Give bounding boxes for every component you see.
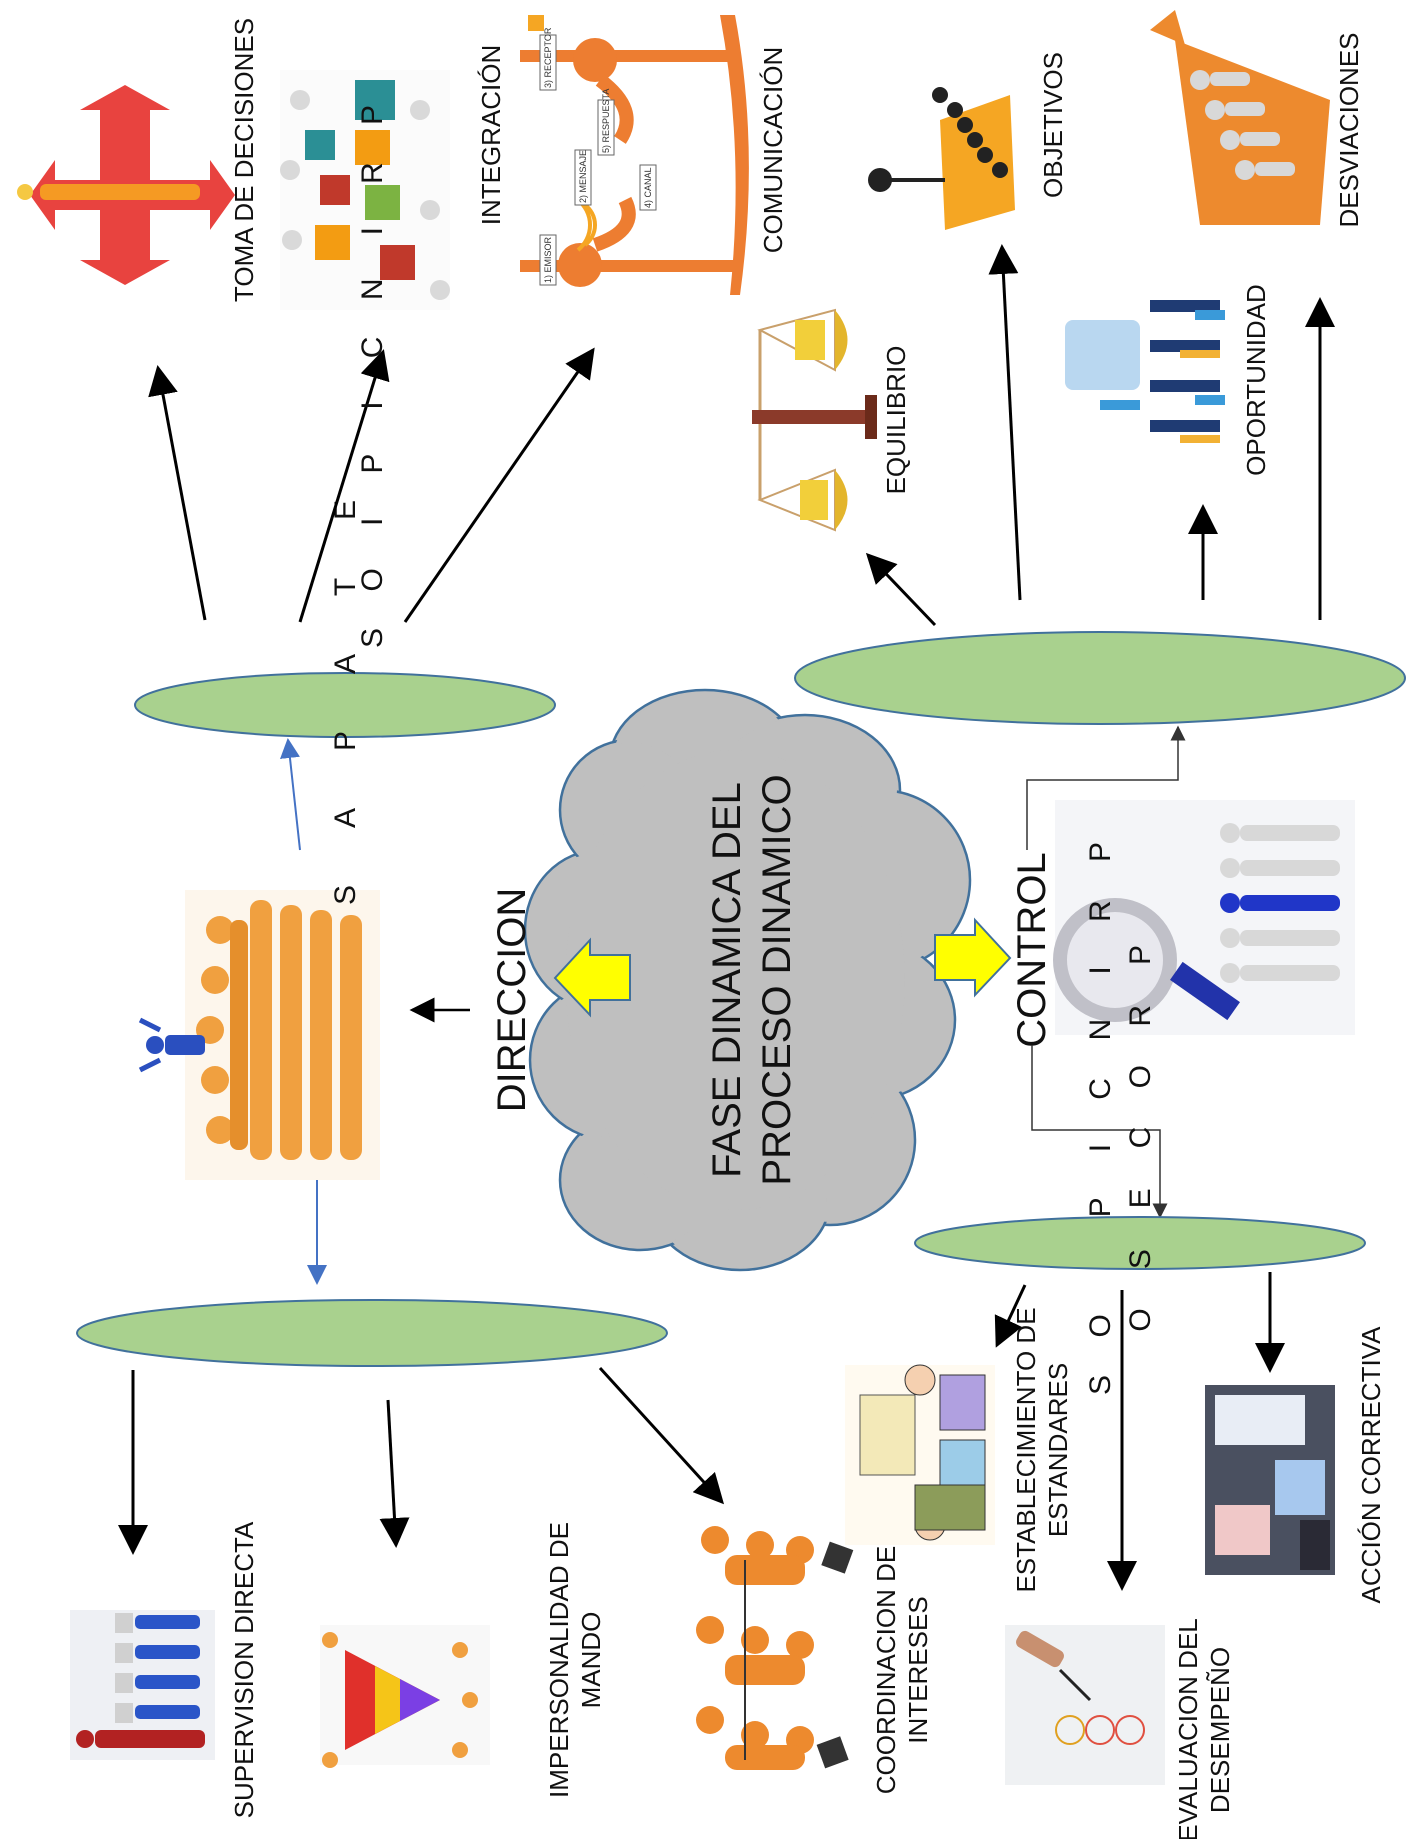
tag-receptor: 3) RECEPTOR — [543, 27, 553, 88]
direccion-principios-letter: I — [356, 227, 389, 235]
principio-equilibrio: EQUILIBRIO — [881, 346, 911, 495]
proceso-letter: R — [1124, 1005, 1157, 1027]
proceso-evaluacion-2: DESEMPEÑO — [1205, 1647, 1235, 1813]
control-principios-letter: P — [1084, 1197, 1117, 1217]
direccion-principios-ellipse — [76, 1299, 668, 1367]
office-meeting-icon — [1060, 280, 1240, 470]
tag-mensaje: 2) MENSAJE — [578, 150, 588, 203]
arrow-comunicacion — [403, 347, 595, 623]
proceso-letter: O — [1124, 1065, 1157, 1088]
principio-impersonalidad-1: IMPERSONALIDAD DE — [544, 1522, 574, 1798]
control-principios-letter: P — [1084, 842, 1117, 862]
control-principios-letter: N — [1084, 1019, 1117, 1041]
arrow-establecimiento — [994, 1284, 1027, 1348]
crossroad-arrows-icon — [17, 85, 235, 285]
scale-icon — [752, 308, 877, 532]
tag-respuesta: 5) RESPUESTA — [601, 89, 611, 153]
proceso-establecimiento-1: ESTABLECIMIENTO DE — [1011, 1307, 1041, 1592]
etapa-toma-decisiones: TOMA DE DECISIONES — [229, 18, 259, 302]
principio-coordinacion-2: INTERESES — [903, 1596, 933, 1743]
principio-coordinacion-1: COORDINACION DE — [871, 1546, 901, 1794]
control-principios-letter: I — [1084, 966, 1117, 974]
control-principios-letter: I — [1084, 1144, 1117, 1152]
cloud-line-2: PROCESO DINAMICO — [755, 774, 799, 1185]
people-group-icon — [138, 890, 380, 1180]
etapas-letter: T — [329, 578, 362, 596]
principio-oportunidad: OPORTUNIDAD — [1241, 284, 1271, 476]
supervision-icon — [70, 1610, 215, 1760]
proceso-letter: E — [1124, 1188, 1157, 1208]
direccion-principios-letter: R — [356, 162, 389, 184]
staircase-icon — [1150, 10, 1330, 225]
proceso-accion-correctiva: ACCIÓN CORRECTIVA — [1356, 1326, 1386, 1604]
puzzle-people-icon — [280, 70, 450, 310]
direccion-title: DIRECCION — [490, 888, 534, 1112]
direccion-principios-letter: P — [356, 105, 389, 125]
control-principios-letter: R — [1084, 900, 1117, 922]
tag-emisor: 1) EMISOR — [543, 236, 553, 283]
proceso-letter: S — [1124, 1249, 1157, 1269]
principio-objetivos: OBJETIVOS — [1038, 52, 1068, 198]
proceso-letter: P — [1124, 945, 1157, 965]
etapa-comunicacion: COMUNICACIÓN — [758, 47, 788, 254]
evaluation-icon — [1005, 1625, 1165, 1785]
proceso-letter: C — [1124, 1127, 1157, 1149]
arrow-toma-decisiones — [148, 365, 207, 621]
control-principios-letter: C — [1084, 1078, 1117, 1100]
yellow-arrow-control — [934, 917, 1012, 998]
cloud-line-1: FASE DINAMICA DEL — [705, 782, 749, 1178]
etapas-letter: S — [329, 885, 362, 905]
blue-arrow-to-etapas — [280, 738, 301, 851]
direccion-principios-letter: I — [356, 518, 389, 526]
principio-supervision: SUPERVISION DIRECTA — [229, 1521, 259, 1818]
tug-of-war-icon — [696, 1526, 854, 1770]
proceso-establecimiento-2: ESTANDARES — [1043, 1363, 1073, 1537]
direccion-principios-letter: P — [356, 454, 389, 474]
central-cloud: FASE DINAMICA DEL PROCESO DINAMICO — [523, 688, 972, 1272]
communication-icon — [520, 15, 749, 295]
direccion-principios-letter: I — [356, 401, 389, 409]
direccion-principios-letter: C — [356, 337, 389, 359]
etapas-letter: A — [329, 808, 362, 828]
arrow-equilibrio — [865, 552, 937, 627]
principio-desviaciones: DESVIACIONES — [1334, 32, 1364, 227]
etapas-ellipse — [134, 672, 556, 738]
connector-control-to-proceso — [1031, 1045, 1168, 1219]
arrow-integracion — [298, 349, 390, 623]
direccion-principios-letter: N — [356, 278, 389, 300]
magnifier-icon — [1053, 800, 1355, 1035]
proceso-letter: O — [1124, 1308, 1157, 1331]
etapa-integracion: INTEGRACIÓN — [476, 45, 506, 226]
direccion-principios-letter: S — [356, 628, 389, 648]
yellow-arrow-direccion — [553, 937, 631, 1018]
control-principios-letter: S — [1084, 1375, 1117, 1395]
principio-impersonalidad-2: MANDO — [576, 1612, 606, 1709]
control-principios-ellipse — [794, 631, 1406, 725]
tag-canal: 4) CANAL — [643, 167, 653, 208]
etapas-letter: A — [329, 654, 362, 674]
direccion-principios-letters: P R I N C I P I O S — [356, 105, 389, 648]
proceso-ellipse — [914, 1216, 1366, 1270]
podium-icon — [868, 87, 1015, 230]
proceso-evaluacion-1: EVALUACION DEL — [1173, 1618, 1203, 1839]
control-principios-letter: O — [1084, 1314, 1117, 1337]
arrow-coordinacion — [598, 1366, 725, 1505]
connector-control-to-principios — [1026, 725, 1186, 850]
pyramid-group-icon — [320, 1625, 490, 1768]
etapas-letter: P — [329, 731, 362, 751]
arrow-impersonalidad — [379, 1399, 410, 1548]
arrow-objetivos — [988, 244, 1022, 601]
direccion-principios-letter: O — [356, 568, 389, 591]
proceso-letters: P R O C E S O — [1124, 945, 1157, 1332]
business-meeting-icon — [845, 1364, 995, 1545]
communication-tags: 1) EMISOR 2) MENSAJE 3) RECEPTOR 4) CANA… — [539, 27, 657, 286]
laptop-team-icon — [1205, 1385, 1335, 1575]
control-title: CONTROL — [1010, 852, 1054, 1048]
